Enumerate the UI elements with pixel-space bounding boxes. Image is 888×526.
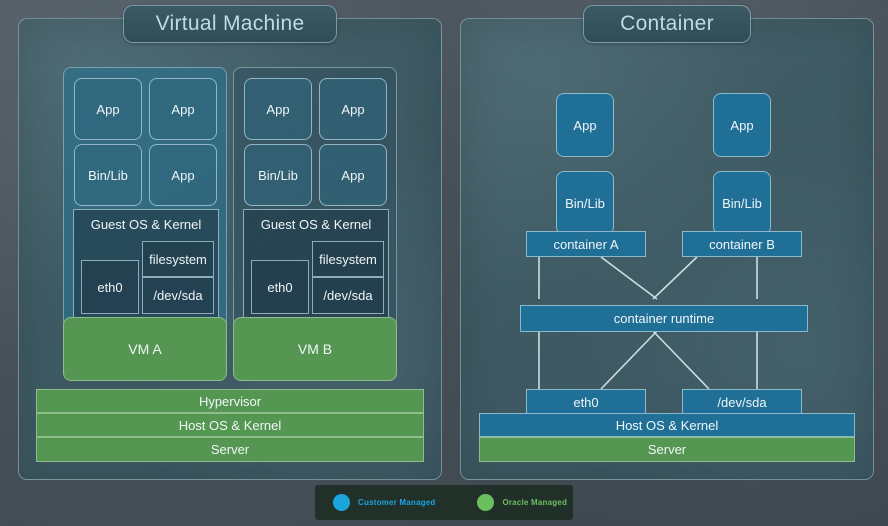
vm-b-app-box-1: App — [244, 78, 312, 140]
container-a-binlib-box: Bin/Lib — [556, 171, 614, 235]
container-connector-lines — [538, 256, 758, 390]
container-server-layer: Server — [479, 437, 855, 462]
vm-a-guest-os-label: Guest OS & Kernel — [90, 217, 202, 232]
container-host-os-layer: Host OS & Kernel — [479, 413, 855, 437]
vm-b-binlib-box: Bin/Lib — [244, 144, 312, 206]
vm-a-dev-sda-box: /dev/sda — [142, 277, 214, 314]
container-b-app-box: App — [713, 93, 771, 157]
vm-a-guest-os-box: Guest OS & Kernel eth0 filesystem /dev/s… — [73, 209, 219, 321]
vm-b-footer-box: VM B — [233, 317, 397, 381]
legend: Customer Managed Oracle Managed — [315, 485, 573, 520]
circle-icon-oracle-managed — [477, 494, 495, 511]
vm-b-guest-os-label: Guest OS & Kernel — [260, 217, 372, 232]
vm-hypervisor-layer: Hypervisor — [36, 389, 424, 413]
circle-icon-customer-managed — [333, 494, 350, 511]
vm-a-app-box-2: App — [149, 78, 217, 140]
virtual-machine-panel-title: Virtual Machine — [123, 5, 337, 43]
legend-item-customer-managed: Customer Managed — [333, 494, 435, 511]
container-panel: Container App Bin/Lib container A App Bi… — [460, 5, 874, 480]
vm-a-filesystem-box: filesystem — [142, 241, 214, 277]
vm-column-a: App App Bin/Lib App Guest OS & Kernel et… — [63, 67, 227, 329]
legend-label-customer-managed: Customer Managed — [358, 498, 436, 507]
vm-a-eth0-box: eth0 — [81, 260, 139, 314]
vm-b-guest-os-box: Guest OS & Kernel eth0 filesystem /dev/s… — [243, 209, 389, 321]
container-panel-title: Container — [583, 5, 751, 43]
vm-column-b: App App Bin/Lib App Guest OS & Kernel et… — [233, 67, 397, 329]
container-b-box: container B — [682, 231, 802, 257]
vm-b-dev-sda-box: /dev/sda — [312, 277, 384, 314]
vm-server-layer: Server — [36, 437, 424, 462]
legend-item-oracle-managed: Oracle Managed — [477, 494, 567, 511]
vm-b-eth0-box: eth0 — [251, 260, 309, 314]
vm-a-binlib-box: Bin/Lib — [74, 144, 142, 206]
container-dev-sda-box: /dev/sda — [682, 389, 802, 416]
legend-label-oracle-managed: Oracle Managed — [502, 498, 568, 507]
container-a-app-box: App — [556, 93, 614, 157]
container-b-binlib-box: Bin/Lib — [713, 171, 771, 235]
vm-a-footer-box: VM A — [63, 317, 227, 381]
container-a-box: container A — [526, 231, 646, 257]
vm-a-app-box-3: App — [149, 144, 217, 206]
vm-b-app-box-3: App — [319, 144, 387, 206]
vm-b-filesystem-box: filesystem — [312, 241, 384, 277]
container-runtime-box: container runtime — [520, 305, 808, 332]
virtual-machine-panel: Virtual Machine App App Bin/Lib App Gues… — [18, 5, 442, 480]
vm-b-app-box-2: App — [319, 78, 387, 140]
container-eth0-box: eth0 — [526, 389, 646, 416]
vm-a-app-box-1: App — [74, 78, 142, 140]
vm-host-os-layer: Host OS & Kernel — [36, 413, 424, 437]
